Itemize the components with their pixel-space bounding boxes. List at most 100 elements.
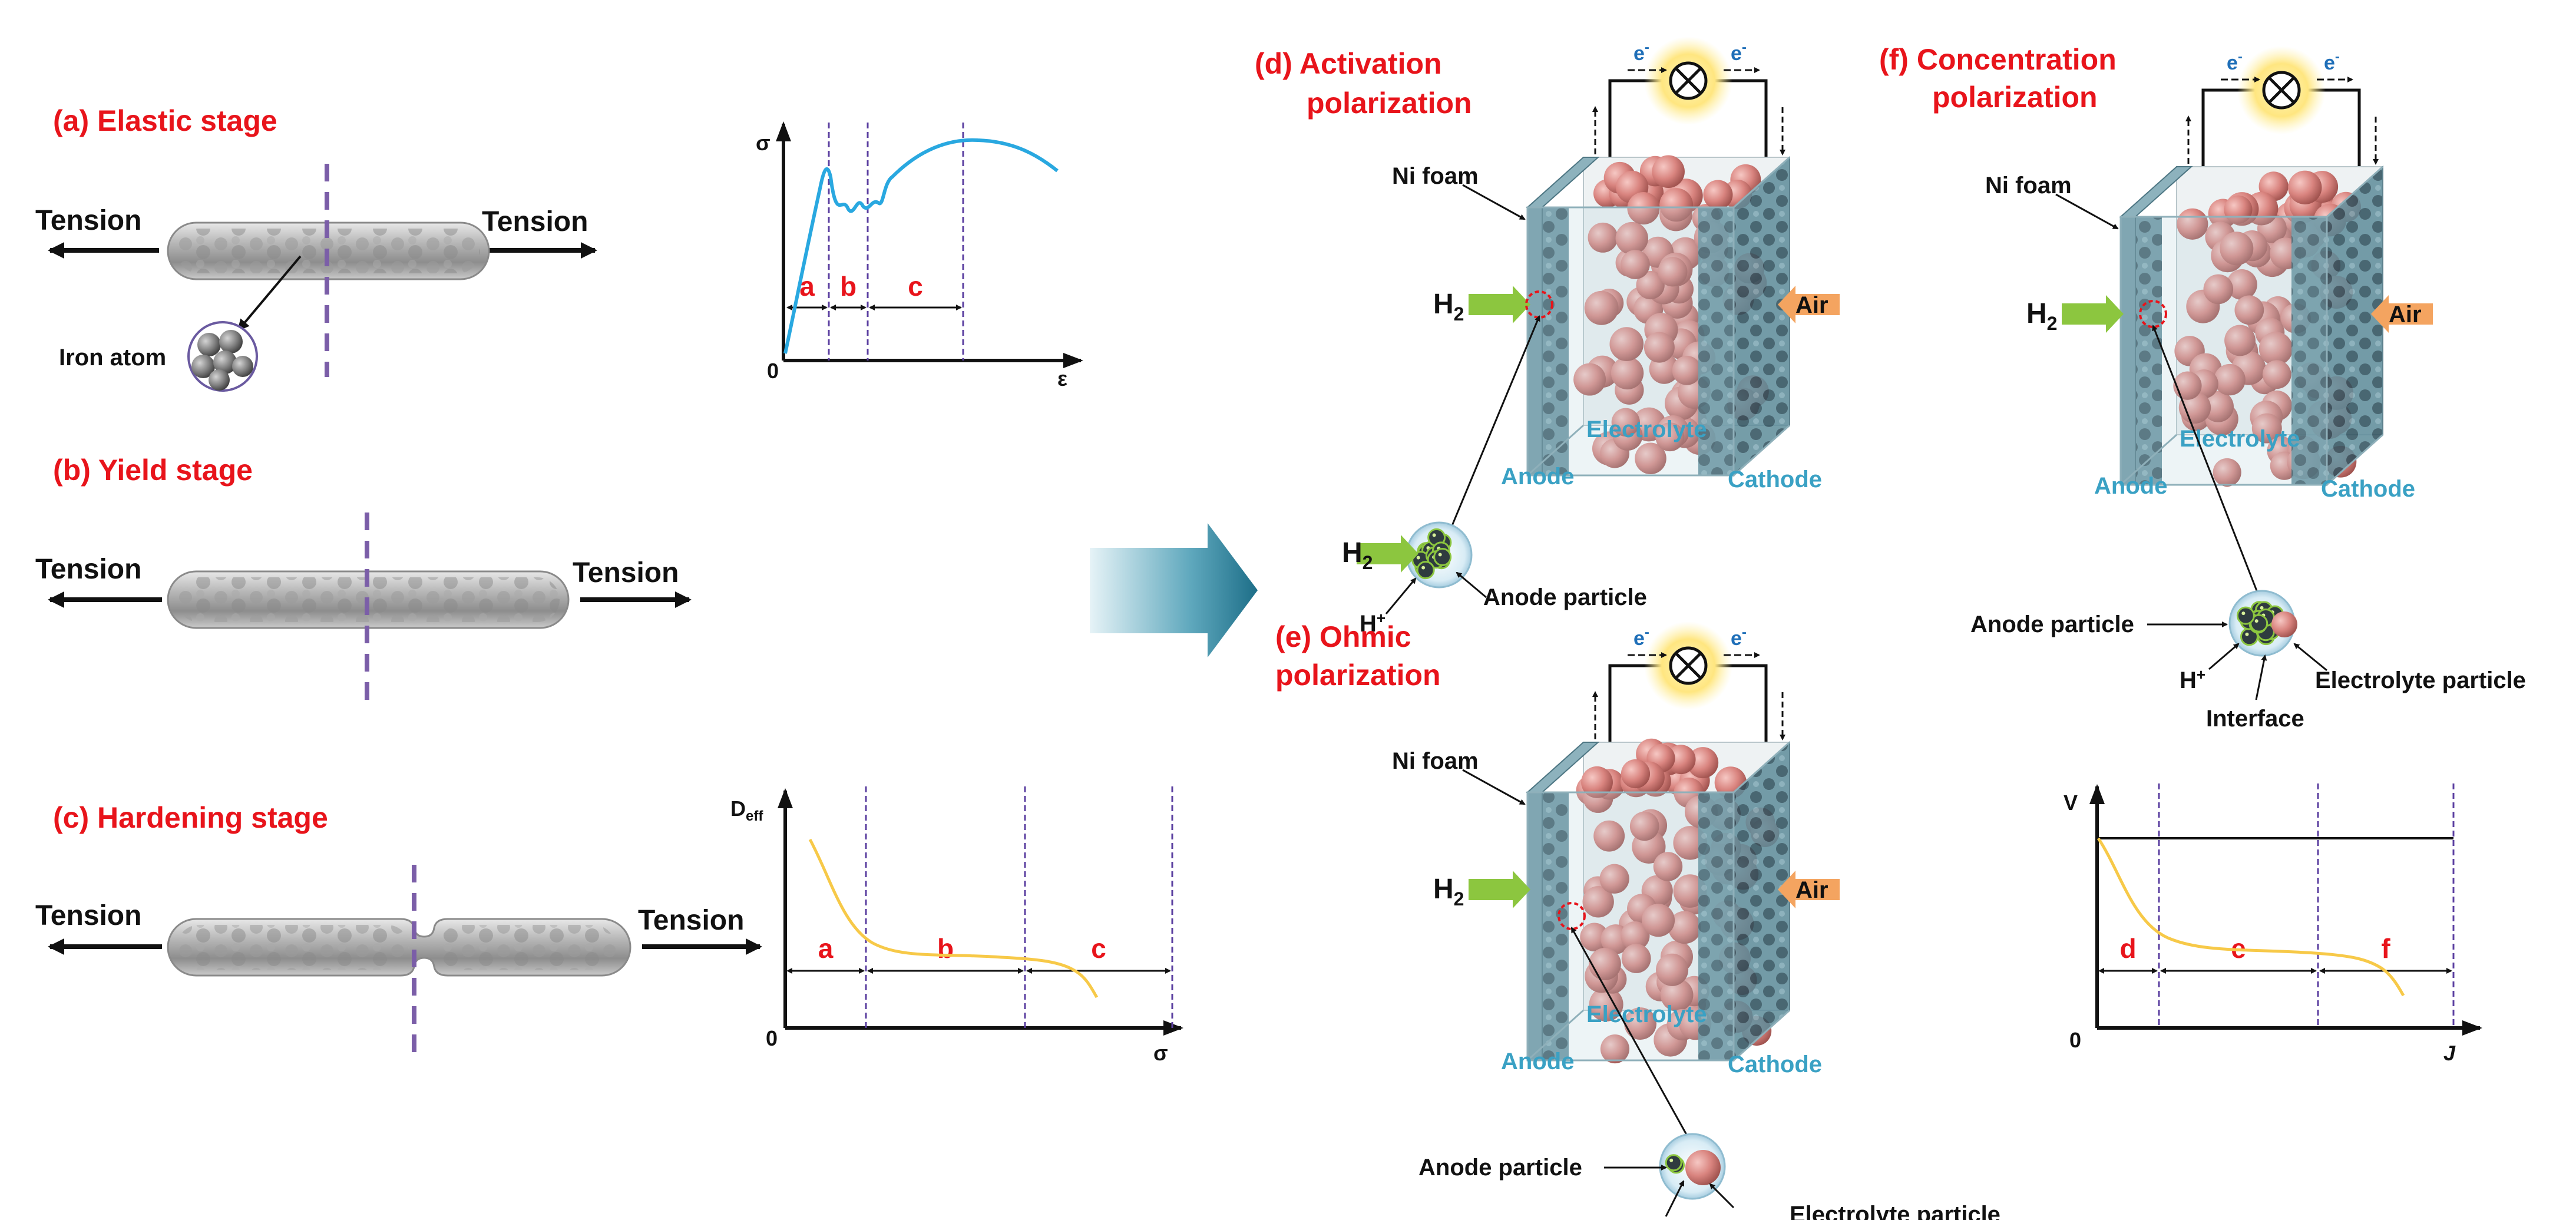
panel-b-title: (b) Yield stage (53, 454, 253, 487)
interface-label: Interface (1619, 1216, 1717, 1220)
electrolyte-particle (1660, 978, 1694, 1011)
cathode-label: Cathode (1728, 467, 1822, 492)
zoom-pointer (2152, 325, 2260, 597)
y-axis-label: V (2064, 791, 2078, 815)
h2-inlet-arrow (2062, 295, 2124, 333)
stage-label-f: f (2381, 933, 2390, 964)
electrolyte-particle (2173, 371, 2202, 400)
h2-inlet-arrow (1469, 871, 1530, 908)
cell-edge (2119, 434, 2178, 486)
electron-label: e- (1731, 624, 1747, 650)
electrolyte-particle (2258, 332, 2293, 366)
hplus-pointer (2208, 643, 2240, 670)
electrolyte-particle (1611, 356, 1644, 390)
x-axis-label: J (2443, 1041, 2456, 1065)
cathode-side (1733, 156, 1790, 477)
ni-foam-label: Ni foam (1985, 173, 2072, 199)
anode-ni-foam (1542, 792, 1569, 1060)
electrolyte-particle (2214, 363, 2246, 396)
electrolyte-particle (1588, 222, 1618, 253)
anode-particle-label: Anode particle (1970, 611, 2134, 637)
interface-pointer (1665, 1180, 1685, 1217)
electrolyte-particle (1655, 422, 1685, 452)
catalyst-dot (2241, 611, 2246, 616)
h2-label: H2 (1433, 874, 1464, 910)
electrolyte-particle (2251, 413, 2282, 444)
catalyst-dot (1438, 553, 1442, 557)
x-axis-label: ε (1057, 366, 1067, 391)
catalyst-dot (1421, 566, 1426, 570)
stage-dividers (2158, 783, 2455, 1028)
anode-ni-foam (1542, 207, 1569, 475)
cell-front-glass (1526, 206, 1735, 477)
anode-particle-cluster (1665, 1154, 1685, 1174)
electrolyte-particle (1573, 363, 1606, 396)
panel-b-yield-stage: (b) Yield stage Tension Tension (35, 454, 692, 707)
panel-a-elastic-stage: (a) Elastic stage Tension Tension Iron a… (35, 104, 597, 392)
air-label: Air (1795, 292, 1828, 318)
tension-left-label: Tension (35, 900, 141, 931)
h2-label: H2 (1433, 289, 1464, 325)
catalyst-dot (1416, 556, 1420, 560)
air-label: Air (1795, 877, 1828, 903)
electrolyte-particle (2203, 274, 2234, 305)
air-inlet-arrow (1778, 871, 1840, 908)
zoom-pointer (1570, 927, 1691, 1140)
lamp-cross (1675, 653, 1701, 679)
anode-particle (1433, 548, 1452, 567)
ni-foam-label: Ni foam (1392, 748, 1479, 774)
cathode-label: Cathode (2321, 476, 2415, 502)
electrolyte-particle (2224, 325, 2256, 356)
electrolyte-particle (1629, 811, 1659, 841)
electrolyte-particle (1600, 1034, 1630, 1064)
electrolyte-particle (1621, 944, 1651, 973)
electrolyte-particle (1599, 864, 1629, 894)
cathode-layer (1698, 207, 1734, 475)
electrolyte-particle (1668, 911, 1701, 944)
electrolyte-particle (2234, 295, 2264, 325)
electrolyte-particle (1624, 1007, 1657, 1040)
cathode-layer (2291, 217, 2327, 485)
stage-label-c: c (908, 271, 923, 302)
ni-foam-pointer (2055, 193, 2119, 230)
electrolyte-particle (1621, 921, 1650, 951)
electrolyte-particle (1659, 188, 1694, 222)
ni-foam-pointer (1462, 184, 1526, 220)
electrolyte-particle (1652, 155, 1685, 189)
electrolyte-particle (2288, 170, 2322, 204)
electrolyte-label: Electrolyte (1586, 1001, 1707, 1027)
electrolyte-particle (1589, 987, 1623, 1021)
iron-rod-texture (177, 925, 409, 970)
panel-a-title: (a) Elastic stage (53, 104, 277, 137)
electrolyte-particle (2226, 269, 2257, 300)
stage-dividers (865, 786, 1173, 1028)
iron-atom-label: Iron atom (59, 345, 166, 371)
lamp-cross (1675, 68, 1701, 94)
tension-right-label: Tension (638, 905, 744, 936)
cell-front-glass (1526, 791, 1735, 1062)
cell-edge (1732, 1009, 1791, 1062)
tension-left-label: Tension (35, 554, 141, 585)
electron-label: e- (2324, 49, 2340, 74)
reaction-site-circle (1525, 290, 1553, 319)
y-axis-label: Deff (730, 796, 763, 824)
panel-d-activation-polarization: (d) Activation polarization e-e-Electrol… (1255, 37, 1840, 637)
panel-d-title-line2: polarization (1307, 87, 1472, 120)
anode-particle-cluster (1411, 528, 1452, 580)
cell-edge (1732, 741, 1791, 794)
x-axis-label: σ (1153, 1041, 1168, 1065)
cathode-side (2326, 165, 2383, 487)
electrolyte-particle (2213, 458, 2241, 487)
electrolyte-particle (2262, 360, 2291, 389)
stage-label-d: d (2119, 933, 2136, 964)
iron-rod-texture (439, 925, 616, 970)
electrolyte-particle (1658, 257, 1688, 287)
catalyst-dot (1432, 533, 1436, 537)
origin-label: 0 (766, 1026, 778, 1050)
electrolyte-particle (1627, 192, 1660, 225)
cathode-side (1733, 740, 1790, 1062)
h2-zoom-arrow (1357, 535, 1418, 573)
polarization-curve (2096, 837, 2405, 997)
iron-atom-pointer-arrow (237, 255, 302, 332)
